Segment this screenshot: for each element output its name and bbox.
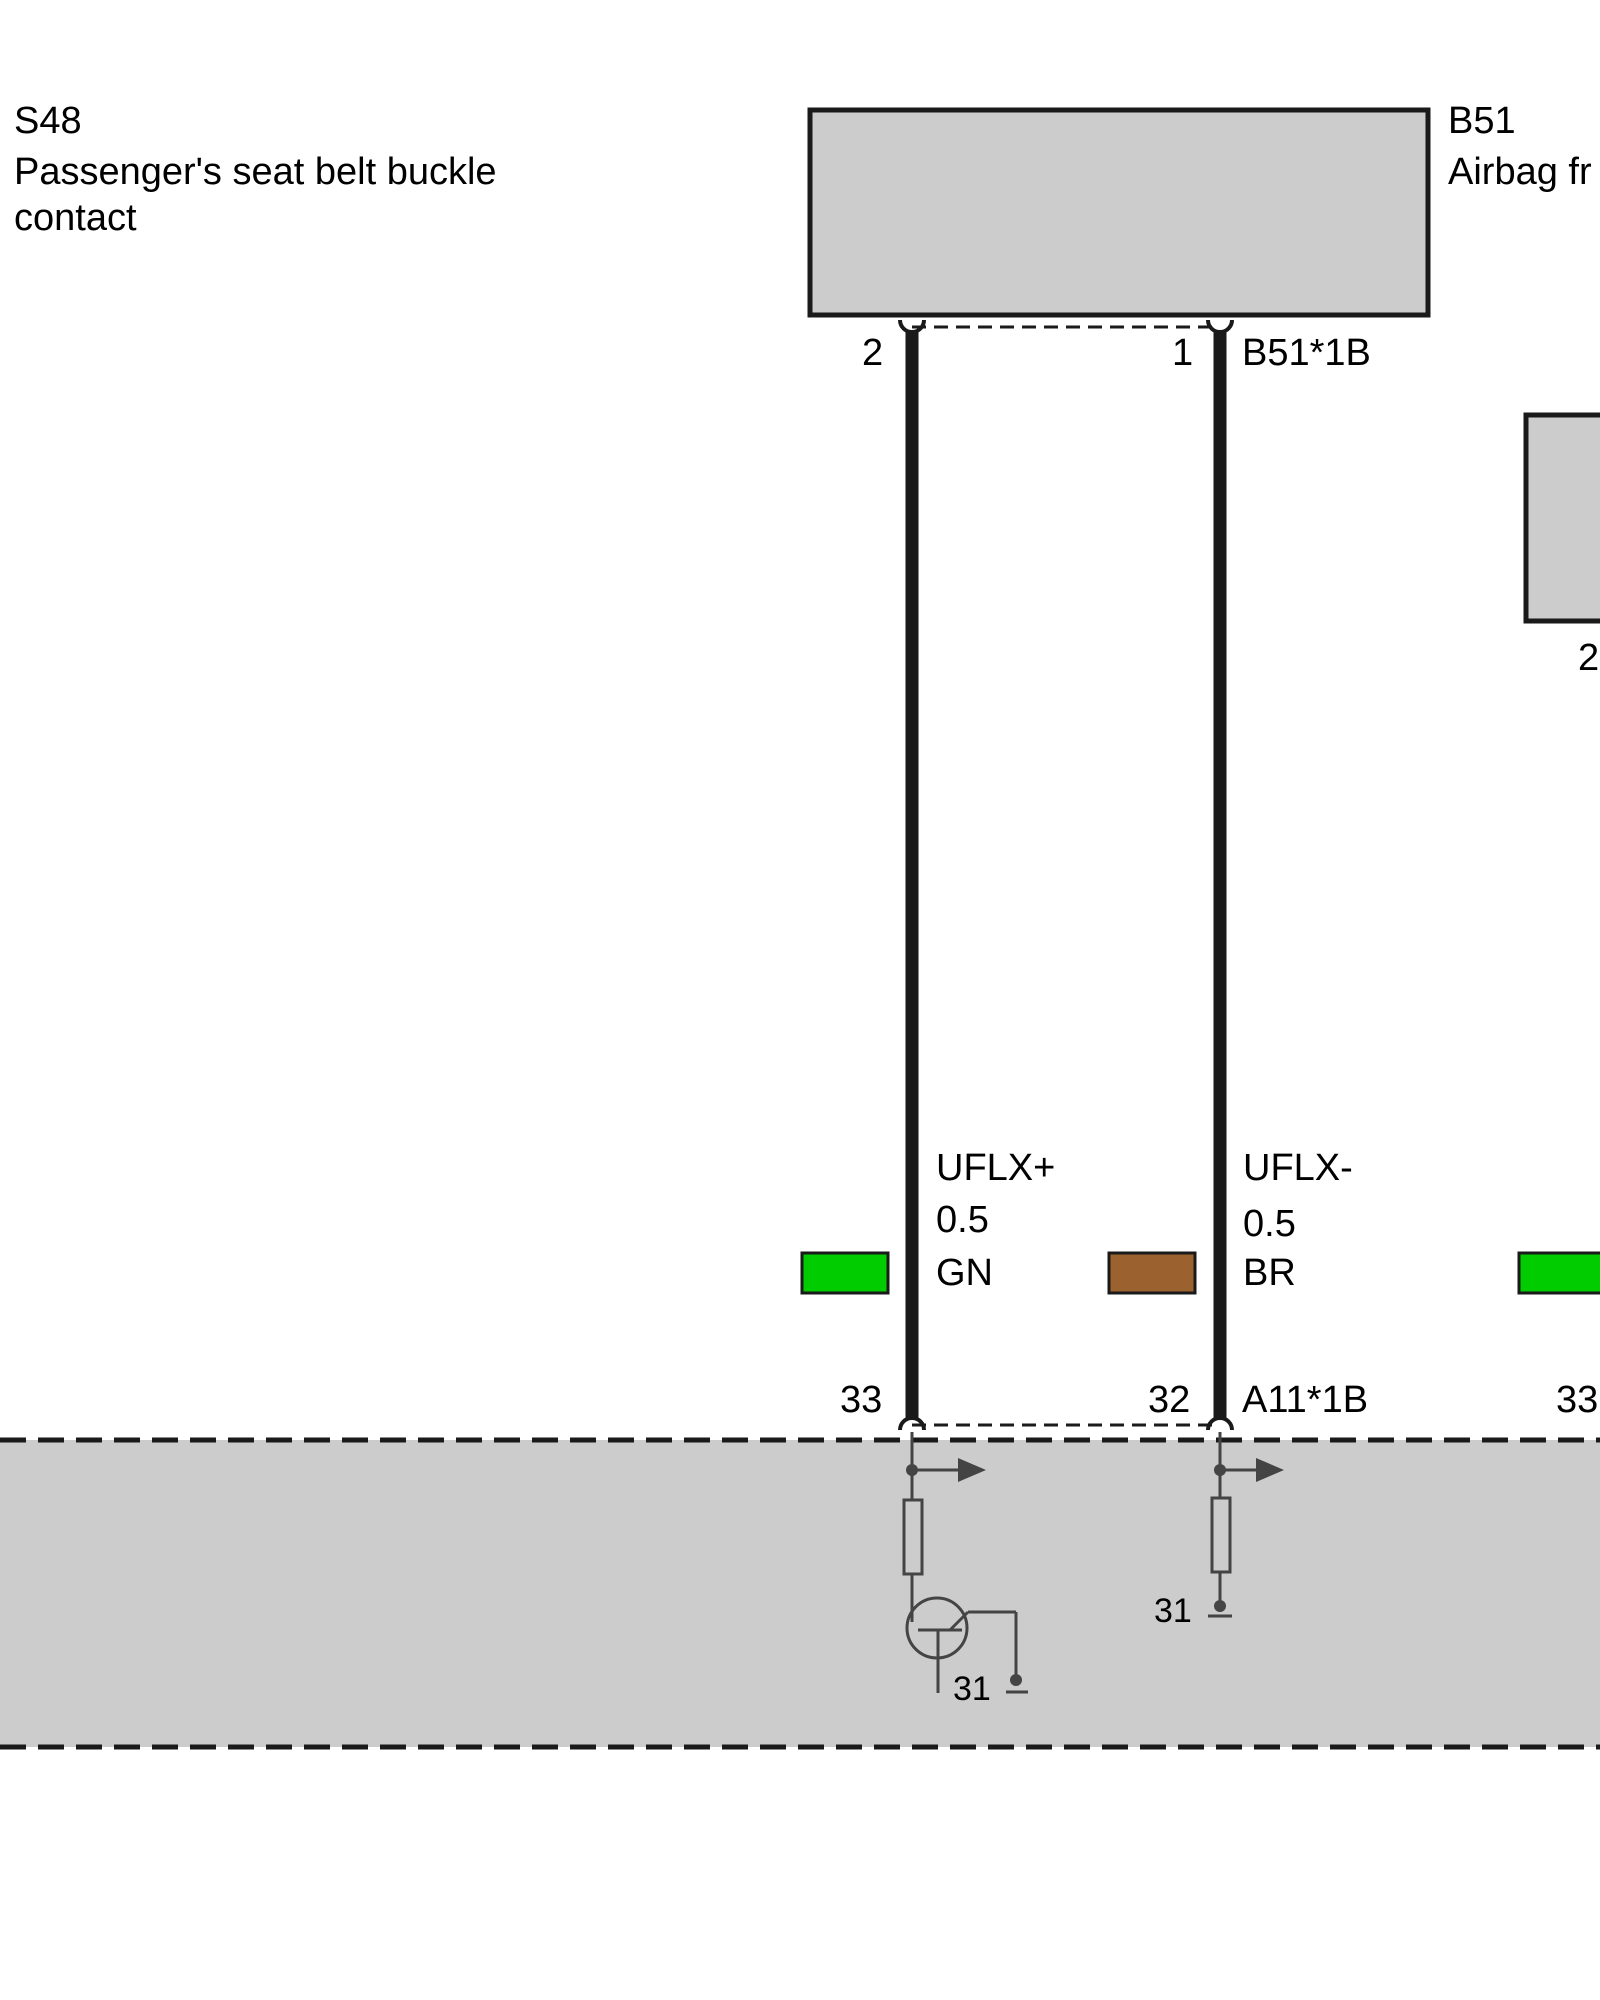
b51-connector-label: B51*1B (1242, 332, 1371, 374)
wire-gauge: 0.5 (936, 1199, 989, 1241)
wire-signal: UFLX- (1243, 1147, 1353, 1189)
a11-pin32-terminal (1206, 1416, 1234, 1431)
s48-name-line2: contact (14, 197, 137, 239)
wire-label-uflx-plus: UFLX+ 0.5 GN (936, 1147, 1055, 1294)
ground-dot (1214, 1600, 1226, 1612)
wire-color-code: BR (1243, 1252, 1296, 1294)
wire-color-code: GN (936, 1252, 993, 1294)
a11-ground-right-label: 31 (1154, 1592, 1192, 1630)
s48-label: S48 Passenger's seat belt buckle contact (14, 100, 497, 239)
right-wire-color-swatch (1517, 1251, 1600, 1295)
signal-arrow-icon (958, 1458, 986, 1482)
a11-module-area[interactable] (0, 1440, 1600, 1747)
b51-pin-right: 1 (1172, 332, 1193, 374)
a11-ground-left-label: 31 (953, 1670, 991, 1708)
right-module-box[interactable] (1523, 412, 1600, 624)
s48-code: S48 (14, 100, 82, 142)
a11-pin33-terminal (898, 1416, 926, 1431)
b51-module-box[interactable] (807, 107, 1431, 318)
wire-color-swatch-br (1107, 1251, 1197, 1295)
junction-dot (906, 1464, 918, 1476)
wire-color-swatch-gn (800, 1251, 890, 1295)
b51-name: Airbag fr (1448, 151, 1592, 193)
ground-dot (1010, 1674, 1022, 1686)
b51-pin-left: 2 (862, 332, 883, 374)
signal-arrow-icon (1256, 1458, 1284, 1482)
b51-label: B51 Airbag fr (1448, 100, 1592, 193)
a11-connector-label: A11*1B (1242, 1379, 1368, 1421)
b51-code: B51 (1448, 100, 1516, 142)
b51-pin1-terminal (1206, 319, 1234, 334)
a11-pin-right: 32 (1148, 1379, 1190, 1421)
a11-internal-circuit-left (902, 1432, 1028, 1694)
wire-signal: UFLX+ (936, 1147, 1055, 1189)
junction-dot (1214, 1464, 1226, 1476)
s48-name-line1: Passenger's seat belt buckle (14, 151, 497, 193)
wire-label-uflx-minus: UFLX- 0.5 BR (1243, 1147, 1353, 1294)
wire-gauge: 0.5 (1243, 1203, 1296, 1245)
a11-pin-far-right: 33 (1556, 1379, 1598, 1421)
a11-pin-left: 33 (840, 1379, 882, 1421)
right-module-pin: 2 (1578, 637, 1599, 679)
